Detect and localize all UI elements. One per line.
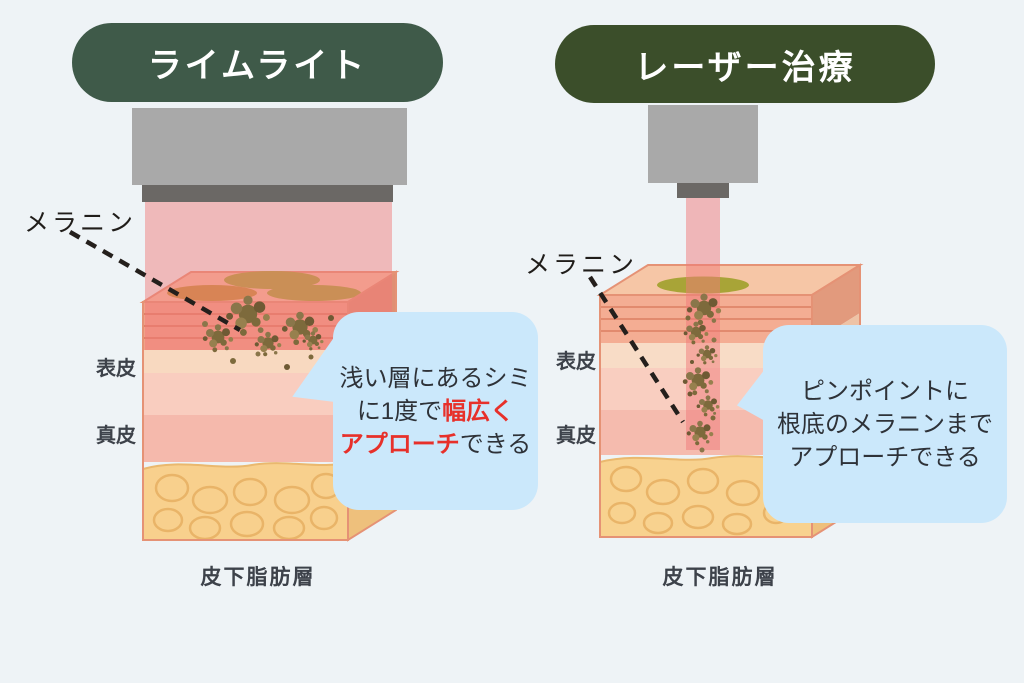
melanin-label-right: メラニン	[525, 251, 638, 279]
age-spot	[267, 285, 361, 301]
epidermis-label-right: 表皮	[556, 351, 596, 373]
melanin-pointer-line	[588, 275, 685, 424]
melanin-label-left: メラニン	[24, 209, 137, 237]
limelight-title: ライムライト	[72, 23, 443, 102]
laser-device	[648, 105, 758, 198]
limelight-callout-text: 浅い層にあるシミに1度で幅広くアプローチできる	[339, 364, 532, 458]
limelight-device	[132, 108, 407, 202]
laser-title: レーザー治療	[555, 25, 935, 103]
age-spot	[167, 285, 257, 301]
melanin-particles	[682, 293, 722, 453]
melanin-pointer-line	[68, 230, 242, 332]
dermis-label-right: 真皮	[556, 425, 596, 447]
fat-layer-label-left: 皮下脂肪層	[200, 566, 316, 589]
laser-callout-text: ピンポイントに根底のメラニンまでアプローチできる	[777, 377, 993, 471]
age-spot	[224, 271, 320, 289]
epidermis-label-left: 表皮	[96, 358, 136, 380]
melanin-particles	[202, 295, 334, 370]
dermis-label-left: 真皮	[96, 425, 136, 447]
laser-callout-bubble: ピンポイントに根底のメラニンまでアプローチできる	[737, 325, 1007, 523]
fat-layer-label-right: 皮下脂肪層	[662, 566, 778, 589]
limelight-callout-bubble: 浅い層にあるシミに1度で幅広くアプローチできる	[292, 312, 538, 510]
